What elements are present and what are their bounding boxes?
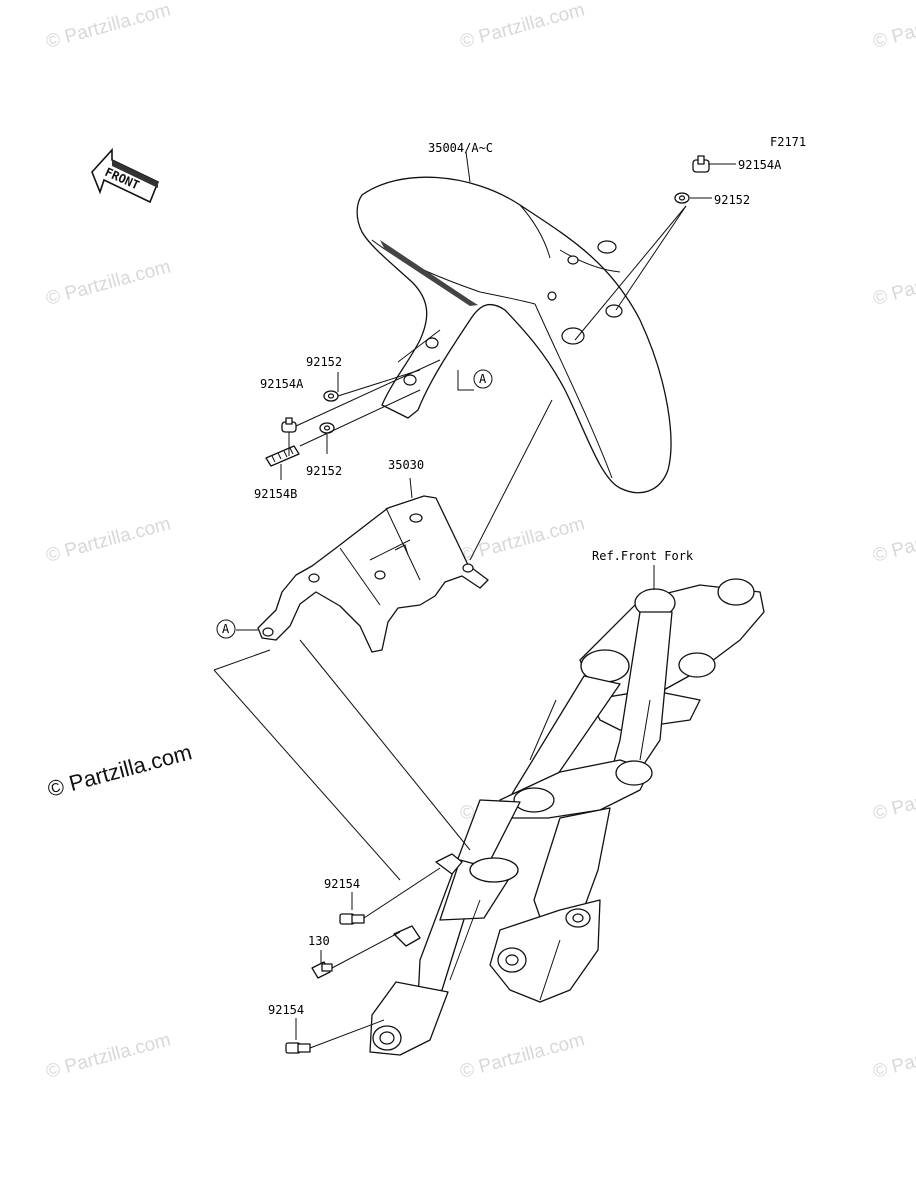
bolt-icon <box>311 961 333 979</box>
washer-hole <box>327 393 335 399</box>
watermark: © Partzilla.com <box>871 1029 916 1082</box>
label-bolt-top: 92154A <box>738 158 782 172</box>
watermark: © Partzilla.com <box>458 513 587 566</box>
watermark: © Partzilla.com <box>458 0 587 53</box>
watermark: © Partzilla.com <box>44 1029 173 1082</box>
figure-code: F2171 <box>770 135 806 149</box>
watermark-main: © Partzilla.com <box>45 739 195 802</box>
label-bolt-130: 130 <box>308 934 330 948</box>
bolt-icon <box>339 913 365 925</box>
watermark: © Partzilla.com <box>871 513 916 566</box>
callout-a-bracket: A <box>216 619 236 639</box>
bolt-icon <box>692 155 710 173</box>
hardware <box>265 155 710 1054</box>
label-bolt-mid: 92154 <box>324 877 360 891</box>
watermark: © Partzilla.com <box>871 0 916 53</box>
callout-letter: A <box>222 622 230 636</box>
label-bolt-left-b: 92154B <box>254 487 297 501</box>
label-bolt-left: 92154A <box>260 377 304 391</box>
watermark: © Partzilla.com <box>44 256 173 309</box>
front-fender <box>356 176 672 494</box>
label-bracket: 35030 <box>388 458 424 472</box>
watermark: © Partzilla.com <box>44 0 173 53</box>
callout-letter: A <box>479 372 487 386</box>
leader-lines <box>213 151 736 1049</box>
front-fork <box>369 578 765 1056</box>
washer-hole <box>323 425 331 431</box>
screw-icon <box>265 445 300 467</box>
label-fender: 35004/A~C <box>428 141 493 155</box>
watermark: © Partzilla.com <box>458 1029 587 1082</box>
label-washer-top: 92152 <box>714 193 750 207</box>
callout-a-fender: A <box>473 369 493 389</box>
washer-hole <box>678 195 686 201</box>
watermark: © Partzilla.com <box>44 513 173 566</box>
bolt-icon <box>285 1042 311 1054</box>
fender-bracket <box>257 495 489 653</box>
label-washer-left-lower: 92152 <box>306 464 342 478</box>
label-bolt-low: 92154 <box>268 1003 304 1017</box>
part-labels: 35004/A~C 92154A 92152 92152 92154A 9215… <box>254 141 782 1017</box>
label-washer-left-upper: 92152 <box>306 355 342 369</box>
watermark: © Partzilla.com <box>871 256 916 309</box>
watermark: © Partzilla.com <box>871 771 916 824</box>
bolt-icon <box>281 417 297 433</box>
front-arrow-icon: FRONT <box>91 147 160 204</box>
label-ref-fork: Ref.Front Fork <box>592 549 694 563</box>
